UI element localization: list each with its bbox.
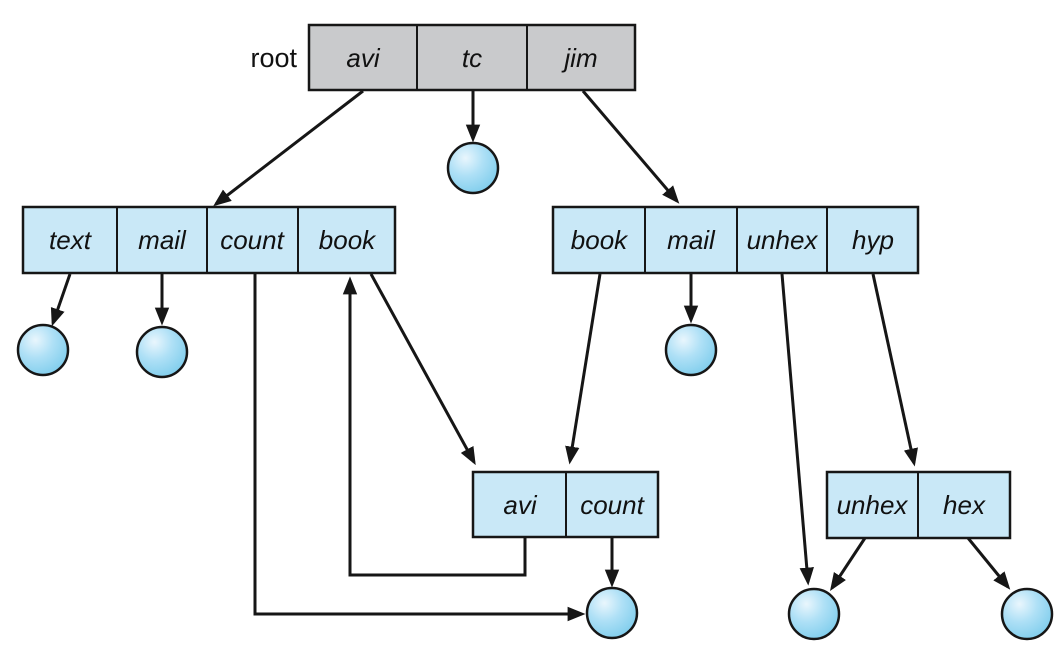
edge-hex-to-file [966, 537, 1011, 590]
avi-dir-entry-count: count [220, 225, 285, 255]
edge-hyp-to-subdirectory [871, 273, 918, 467]
root-entry-tc: tc [462, 43, 482, 73]
book-sub-entry-count: count [580, 490, 645, 520]
file-node-hex [1000, 587, 1054, 641]
avi-dir-entry-text: text [49, 225, 93, 255]
edge-unhex-sub-to-shared-file [830, 537, 867, 592]
hyp-subdirectory-node: unhex hex [825, 470, 1012, 540]
root-entry-avi: avi [346, 43, 380, 73]
edge-root-jim-to-jim-directory [581, 90, 680, 204]
book-subdirectory-node: avi count [471, 470, 660, 539]
avi-dir-entry-book: book [319, 225, 377, 255]
avi-directory-node: text mail count book [21, 205, 397, 275]
edge-book-left-to-subdirectory [369, 273, 476, 466]
edge-unhex-right-to-shared-file [780, 273, 814, 586]
hyp-sub-entry-hex: hex [943, 490, 986, 520]
edge-book-right-to-subdirectory [565, 273, 602, 465]
file-node-shared-count [585, 586, 639, 640]
file-node-mail-right [664, 323, 718, 377]
file-node-shared-unhex [787, 587, 841, 641]
jim-dir-entry-mail: mail [667, 225, 716, 255]
avi-dir-entry-mail: mail [138, 225, 187, 255]
file-node-tc [446, 141, 500, 195]
root-entry-jim: jim [561, 43, 597, 73]
file-layer [16, 141, 1054, 641]
edge-text-to-file [50, 273, 72, 327]
root-directory-node: avi tc jim [307, 23, 637, 92]
edge-root-avi-to-avi-directory [213, 89, 364, 207]
jim-dir-entry-hyp: hyp [852, 225, 894, 255]
edge-avi-sub-to-book-left-cycle [342, 276, 527, 577]
jim-directory-node: book mail unhex hyp [551, 205, 920, 275]
book-sub-entry-avi: avi [503, 490, 537, 520]
edge-layer [50, 89, 1011, 622]
jim-dir-entry-unhex: unhex [747, 225, 819, 255]
root-label: root [250, 43, 297, 73]
hyp-sub-entry-unhex: unhex [837, 490, 909, 520]
file-node-text [16, 323, 70, 377]
jim-dir-entry-book: book [571, 225, 629, 255]
edge-count-left-to-shared-file [253, 274, 586, 622]
file-node-mail-left [135, 325, 189, 379]
